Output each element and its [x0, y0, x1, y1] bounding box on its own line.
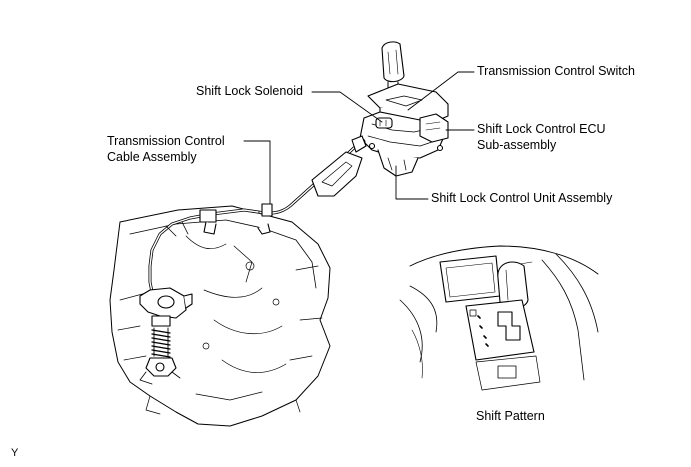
- leader-transmission-control-switch: [407, 71, 475, 111]
- label-transmission-control-cable-line2: Cable Assembly: [107, 150, 197, 164]
- cable-end-bracket: [139, 287, 193, 385]
- shift-knob: [381, 41, 405, 83]
- transmission-control-cable: [148, 144, 358, 294]
- label-shift-lock-control-ecu-line1: Shift Lock Control ECU: [477, 122, 606, 136]
- shift-lever-assembly: [351, 41, 449, 177]
- console-trim-piece: [311, 151, 363, 197]
- label-shift-lock-solenoid: Shift Lock Solenoid: [196, 84, 304, 98]
- label-shift-pattern: Shift Pattern: [476, 409, 545, 423]
- label-shift-lock-control-unit-assembly: Shift Lock Control Unit Assembly: [431, 191, 613, 205]
- leader-shift-lock-control-unit: [395, 165, 429, 200]
- leader-lines: [243, 71, 475, 205]
- shift-pattern-illustration: [399, 245, 599, 391]
- label-transmission-control-cable-line1: Transmission Control: [107, 134, 225, 148]
- transmission-illustration: [109, 205, 331, 427]
- leader-shift-lock-solenoid: [311, 91, 383, 123]
- label-transmission-control-switch: Transmission Control Switch: [477, 64, 635, 78]
- corner-mark: Y: [11, 447, 19, 459]
- label-shift-lock-control-ecu-line2: Sub-assembly: [477, 138, 557, 152]
- leader-transmission-control-cable: [243, 140, 271, 205]
